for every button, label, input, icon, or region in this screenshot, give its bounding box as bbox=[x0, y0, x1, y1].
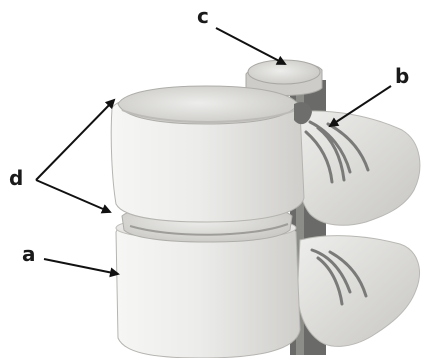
arrow-d-lower bbox=[36, 180, 110, 212]
arrow-d-upper bbox=[36, 100, 114, 180]
arrow-c bbox=[216, 28, 285, 64]
label-c: c bbox=[197, 6, 209, 26]
label-a: a bbox=[22, 244, 36, 264]
top-disc-surface bbox=[118, 86, 298, 124]
label-b: b bbox=[395, 66, 409, 86]
label-d: d bbox=[9, 168, 23, 188]
upper-posterior-process bbox=[295, 111, 420, 225]
arrow-a bbox=[44, 259, 118, 274]
